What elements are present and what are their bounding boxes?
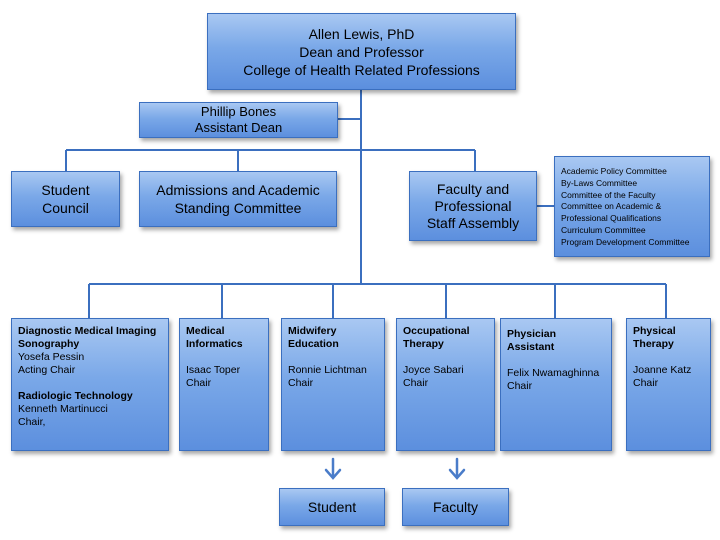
student-council-box: Student Council xyxy=(11,171,120,227)
dept-midwifery-title1: Midwifery xyxy=(288,325,337,337)
faculty-box: Faculty xyxy=(402,488,509,526)
committee-item: Program Development Committee xyxy=(561,236,690,247)
student-arrow-head xyxy=(324,468,342,480)
dept-ot-title2: Therapy xyxy=(403,338,444,350)
dept-informatics-title1: Medical xyxy=(186,325,225,337)
dept-informatics-chair-role: Chair xyxy=(186,377,212,389)
faculty-assembly-box: Faculty and Professional Staff Assembly xyxy=(409,171,537,241)
dept-ot-chair-role: Chair xyxy=(403,377,429,389)
dept-informatics-chair-name: Isaac Toper xyxy=(186,364,241,376)
dept-pt-chair-name: Joanne Katz xyxy=(633,364,692,376)
dept-informatics-title2: Informatics xyxy=(186,338,243,350)
assistant-title: Assistant Dean xyxy=(194,120,283,135)
assistant-dean-box: Phillip Bones Assistant Dean xyxy=(139,102,338,138)
dept-pt-box: Physical Therapy Joanne Katz Chair xyxy=(626,318,711,451)
dept-dmis-box: Diagnostic Medical Imaging Sonography Yo… xyxy=(11,318,169,451)
faculty-assembly-line1: Faculty and xyxy=(436,180,510,197)
dean-box: Allen Lewis, PhD Dean and Professor Coll… xyxy=(207,13,516,90)
admissions-box: Admissions and Academic Standing Committ… xyxy=(139,171,337,227)
committee-item: Professional Qualifications xyxy=(561,213,662,224)
dept-pt-chair-role: Chair xyxy=(633,377,659,389)
committee-item: By-Laws Committee xyxy=(561,177,638,188)
dept-midwifery-chair-name: Ronnie Lichtman xyxy=(288,364,367,376)
committee-item: Committee of the Faculty xyxy=(561,189,656,200)
student-council-line2: Council xyxy=(42,200,89,216)
dept-pa-chair-name: Felix Nwamaghinna xyxy=(507,367,600,379)
dept-radtech-title: Radiologic Technology xyxy=(18,390,133,402)
faculty-assembly-line3: Staff Assembly xyxy=(426,214,520,231)
dept-ot-chair-name: Joyce Sabari xyxy=(403,364,464,376)
dept-pa-title1: Physician xyxy=(507,328,557,340)
dept-informatics-box: Medical Informatics Isaac Toper Chair xyxy=(179,318,269,451)
student-council-line1: Student xyxy=(41,182,90,198)
dept-midwifery-title2: Education xyxy=(288,338,339,350)
dept-pa-title2: Assistant xyxy=(507,341,555,353)
assistant-name: Phillip Bones xyxy=(200,104,277,119)
dept-dmis-title2: Sonography xyxy=(18,338,80,350)
dept-pt-title2: Therapy xyxy=(633,338,674,350)
dept-ot-title1: Occupational xyxy=(403,325,470,337)
dept-pa-box: Physician Assistant Felix Nwamaghinna Ch… xyxy=(500,318,612,451)
faculty-assembly-line2: Professional xyxy=(434,197,512,214)
dept-dmis-title1: Diagnostic Medical Imaging xyxy=(18,325,157,337)
dept-dmis-chair-name: Yosefa Pessin xyxy=(18,351,85,363)
admissions-line2: Standing Committee xyxy=(174,200,302,216)
dept-dmis-chair-role: Acting Chair xyxy=(18,364,76,376)
committee-item: Curriculum Committee xyxy=(561,224,646,235)
dept-radtech-chair-name: Kenneth Martinucci xyxy=(18,403,108,415)
committee-item: Academic Policy Committee xyxy=(561,166,667,176)
student-box: Student xyxy=(279,488,385,526)
dept-pa-chair-role: Chair xyxy=(507,380,533,392)
admissions-line1: Admissions and Academic xyxy=(156,182,320,198)
dept-midwifery-chair-role: Chair xyxy=(288,377,314,389)
dean-college: College of Health Related Professions xyxy=(243,61,480,78)
dean-title: Dean and Professor xyxy=(299,43,424,60)
faculty-arrow-head xyxy=(448,468,466,480)
dept-radtech-chair-role: Chair, xyxy=(18,416,46,428)
committees-box: Academic Policy Committee By-Laws Commit… xyxy=(554,156,710,257)
student-label: Student xyxy=(307,499,357,515)
dept-midwifery-box: Midwifery Education Ronnie Lichtman Chai… xyxy=(281,318,385,451)
dean-name: Allen Lewis, PhD xyxy=(308,25,415,42)
committee-item: Committee on Academic & xyxy=(561,201,662,212)
dept-ot-box: Occupational Therapy Joyce Sabari Chair xyxy=(396,318,495,451)
faculty-label: Faculty xyxy=(432,499,479,515)
dept-pt-title1: Physical xyxy=(633,325,676,337)
